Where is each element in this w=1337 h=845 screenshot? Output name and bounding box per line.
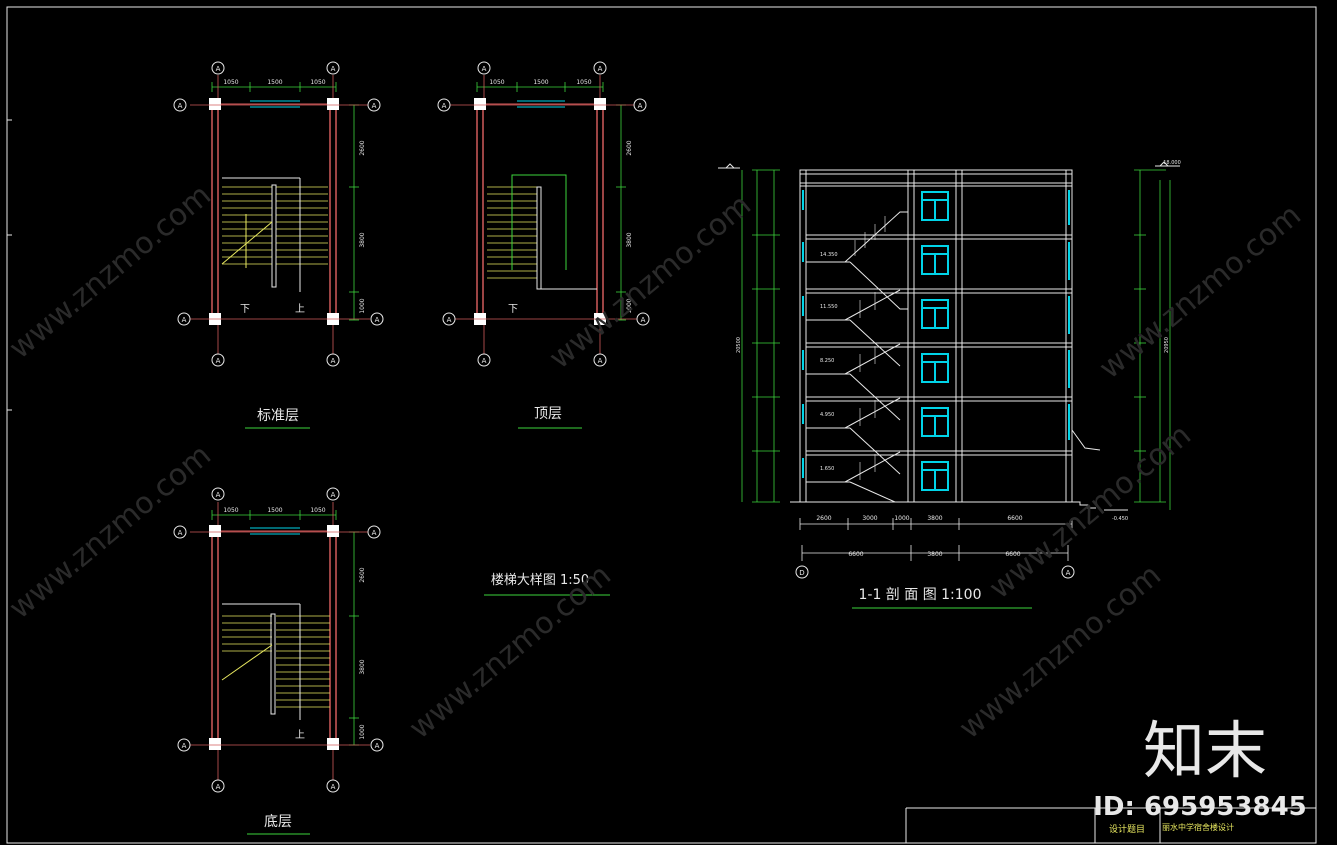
detail-drawing-title: 楼梯大样图 1:50 (491, 573, 589, 588)
axis-bubble-label: A (598, 357, 603, 365)
stair-up-label: 上 (295, 729, 305, 741)
section-title: 1-1 剖 面 图 1:100 (858, 587, 981, 603)
elevation-label: 1.650 (820, 466, 834, 472)
axis-bubble-label: A (178, 529, 183, 537)
elevation-label: 8.250 (820, 358, 834, 364)
axis-bubble-label: A (216, 65, 221, 73)
plan-title: 顶层 (534, 406, 562, 422)
dim-label: 6600 (848, 551, 863, 558)
plan-standard: A A A A A A A A 1050 1500 1050 2600 3800… (173, 61, 384, 429)
axis-bubble-label: A (482, 65, 487, 73)
axis-bubble-label: A (482, 357, 487, 365)
section-1-1: 14.350 11.550 8.250 4.950 1.650 20500 (718, 160, 1181, 609)
watermark-text: www.znzmo.com (3, 178, 218, 367)
dim-label: 1050 (223, 507, 238, 514)
ground-level-label: -0.450 (1112, 516, 1128, 522)
watermark-id: ID: 695953845 (1093, 792, 1307, 822)
stair-up-label: 上 (295, 303, 305, 315)
axis-bubble-label: A (331, 357, 336, 365)
plan-title: 标准层 (257, 408, 299, 424)
dim-label: 3800 (359, 659, 366, 674)
watermark-text: www.znzmo.com (543, 188, 758, 377)
stair-down-label: 下 (240, 304, 250, 315)
dim-label: 1050 (310, 79, 325, 86)
dim-label: 1050 (310, 507, 325, 514)
dim-label: 1500 (533, 79, 548, 86)
axis-bubble-label: A (331, 491, 336, 499)
axis-bubble-label: A (442, 102, 447, 110)
dim-label: 3800 (927, 515, 942, 522)
watermark-layer: www.znzmo.com www.znzmo.com www.znzmo.co… (3, 178, 1308, 747)
dim-label: 3000 (862, 515, 877, 522)
axis-bubble-label: A (638, 102, 643, 110)
axis-bubble-label: A (598, 65, 603, 73)
dim-label: 2600 (359, 567, 366, 582)
dim-label: 1000 (894, 515, 909, 522)
axis-bubble-label: A (375, 316, 380, 324)
dim-label: 1050 (576, 79, 591, 86)
title-block (905, 807, 1316, 843)
dim-label: 1500 (267, 507, 282, 514)
axis-bubble-label: A (372, 529, 377, 537)
axis-bubble-label: A (216, 357, 221, 365)
dim-label: 1000 (626, 298, 633, 313)
axis-bubble-label: A (1066, 569, 1071, 577)
dim-label: 1000 (359, 724, 366, 739)
title-block-label: 设计题目 (1109, 823, 1145, 835)
axis-bubble-label: A (375, 742, 380, 750)
plan-top: A A A A A A A A 1050 1500 1050 2600 3800… (437, 61, 650, 429)
dim-label: 6600 (1005, 551, 1020, 558)
dim-label: 6600 (1007, 515, 1022, 522)
elevation-label: 11.550 (820, 304, 838, 310)
axis-bubble-label: A (447, 316, 452, 324)
watermark-text: www.znzmo.com (983, 418, 1198, 607)
plan-title: 底层 (264, 814, 292, 830)
right-total-label: 20950 (1164, 337, 1170, 353)
total-height-label: 20500 (736, 337, 742, 353)
watermark-text: www.znzmo.com (1093, 198, 1308, 387)
dim-label: 2600 (359, 140, 366, 155)
title-block-project: 丽水中学宿舍楼设计 (1162, 822, 1234, 832)
elevation-label: 4.950 (820, 412, 834, 418)
axis-bubble-label: A (182, 316, 187, 324)
watermark-brand-logo: 知末 (1143, 714, 1267, 787)
axis-bubble-label: A (372, 102, 377, 110)
watermark-text: www.znzmo.com (953, 558, 1168, 747)
plan-ground: A A A A A A A A 1050 1500 1050 2600 3800… (173, 487, 384, 835)
axis-bubble-label: A (331, 783, 336, 791)
axis-bubble-label: A (641, 316, 646, 324)
axis-bubble-label: D (799, 569, 804, 577)
dim-label: 1050 (223, 79, 238, 86)
dim-label: 1500 (267, 79, 282, 86)
stair-down-label: 下 (508, 304, 518, 315)
axis-bubble-label: A (216, 491, 221, 499)
elevation-label: 14.350 (820, 252, 838, 258)
dim-label: 1050 (489, 79, 504, 86)
top-level-label: 18.000 (1163, 160, 1181, 166)
axis-bubble-label: A (331, 65, 336, 73)
dim-label: 2600 (626, 140, 633, 155)
dim-label: 3800 (927, 551, 942, 558)
axis-bubble-label: A (178, 102, 183, 110)
axis-bubble-label: A (182, 742, 187, 750)
dim-label: 3800 (359, 232, 366, 247)
dim-label: 3800 (626, 232, 633, 247)
dim-label: 1000 (359, 298, 366, 313)
axis-bubble-label: A (216, 783, 221, 791)
dim-label: 2600 (816, 515, 831, 522)
drawing-frame (6, 6, 1317, 844)
